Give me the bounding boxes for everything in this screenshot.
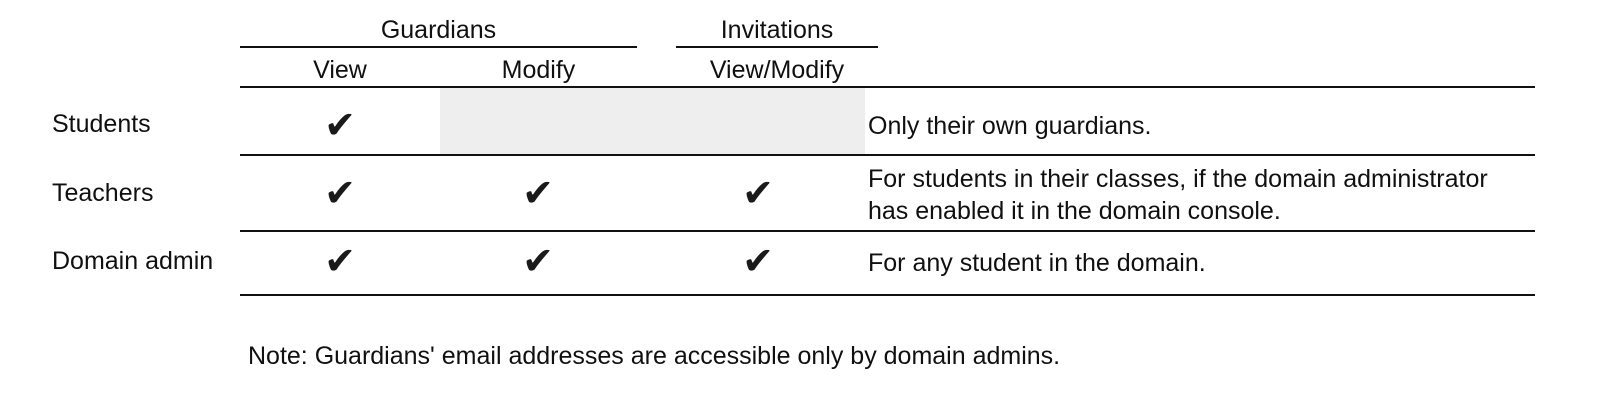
row-label-domain-admin: Domain admin [52,247,214,275]
check-icon-students-guardians-view: ✔ [324,103,356,147]
column-header-modify: Modify [501,56,576,84]
check-icon-domain-admin-invitations-view-modify: ✔ [742,239,774,283]
table-rule-after-students [240,154,1535,156]
row-label-teachers: Teachers [52,179,154,207]
shaded-cell-block-students [440,88,865,154]
row-description-line: For students in their classes, if the do… [868,165,1488,193]
check-icon-teachers-invitations-view-modify: ✔ [742,171,774,215]
check-icon-domain-admin-guardians-view: ✔ [324,239,356,283]
row-description-line: has enabled it in the domain console. [868,197,1281,225]
column-header-view: View [313,56,367,84]
row-description-line: Only their own guardians. [868,112,1152,140]
check-icon-domain-admin-guardians-modify: ✔ [522,239,554,283]
row-label-students: Students [52,110,151,138]
row-description-domain-admin: For any student in the domain. [868,247,1518,279]
table-footnote: Note: Guardians' email addresses are acc… [248,342,1061,370]
table-rule-after-teachers [240,230,1535,232]
row-description-students: Only their own guardians. [868,110,1518,142]
row-description-teachers: For students in their classes, if the do… [868,163,1518,227]
check-icon-teachers-guardians-view: ✔ [324,171,356,215]
column-group-header-invitations: Invitations [720,16,834,44]
column-header-view-modify: View/Modify [709,56,845,84]
check-icon-teachers-guardians-modify: ✔ [522,171,554,215]
column-group-rule-invitations [676,46,878,48]
column-group-header-guardians: Guardians [380,16,497,44]
table-rule-bottom [240,294,1535,296]
table-rule-header-bottom [240,86,1535,88]
row-description-line: For any student in the domain. [868,249,1206,277]
column-group-rule-guardians [240,46,637,48]
